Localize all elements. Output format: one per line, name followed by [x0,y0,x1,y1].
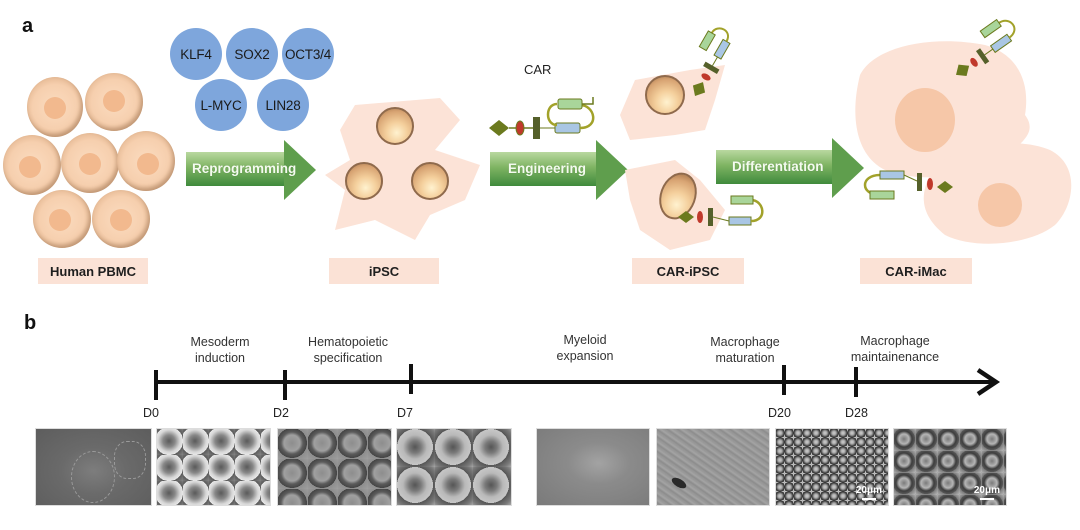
car-receptor-icon [692,27,731,96]
differentiation-label: Differentiation [732,159,824,174]
phase-label-macrophage-maturation: Macrophage maturation [710,335,780,365]
day-label-d0: D0 [143,406,159,420]
stage-label-car-ipsc: CAR-iPSC [632,258,744,284]
micrograph-7: 20μm [775,428,889,506]
panel-b-label: b [24,312,37,334]
panel-a-label: a [22,15,34,37]
micrograph-1 [35,428,152,506]
timeline-axis [154,364,1001,400]
micrograph-8: 20μm [893,428,1007,506]
car-construct-icon [489,97,595,139]
day-label-d20: D20 [768,406,791,420]
car-receptor-icon [678,195,764,226]
pbmc-cell [27,77,83,137]
pbmc-cell [3,135,61,195]
engineering-label: Engineering [508,161,587,176]
day-label-d7: D7 [397,406,413,420]
factor-oct34: OCT3/4 [282,28,334,80]
micrograph-3 [277,428,392,506]
micrograph-4 [396,428,512,506]
day-label-d2: D2 [273,406,289,420]
micrograph-5 [536,428,650,506]
phase-label-myeloid-expansion: Myeloid expansion [556,333,614,363]
factor-sox2: SOX2 [226,28,278,80]
car-imac-cells [855,41,1072,244]
phase-label-mesoderm-induction: Mesoderm induction [190,335,250,365]
ipsc-colony [325,98,480,240]
scale-bar: 20μm [856,485,882,500]
ipsc-cell [345,162,383,200]
phase-label-macrophage-maintenance: Macrophage maintainenance [850,334,940,364]
pbmc-cell [33,190,91,248]
factor-klf4: KLF4 [170,28,222,80]
car-label: CAR [524,62,552,77]
stage-label-car-imac: CAR-iMac [860,258,972,284]
ipsc-cell [376,107,414,145]
day-label-d28: D28 [845,406,868,420]
micrograph-2 [156,428,271,506]
car-receptor-icon [956,18,1016,77]
car-receptor-icon [863,170,953,200]
factor-lin28: LIN28 [257,79,309,131]
pbmc-cell [85,73,143,131]
ipsc-cell [411,162,449,200]
differentiation-arrow: Differentiation [716,138,866,198]
engineering-arrow: Engineering [490,140,630,200]
factor-lmyc: L-MYC [195,79,247,131]
pbmc-cell [92,190,150,248]
timeline-arrowhead [976,368,1001,396]
pbmc-cell [117,131,175,191]
stage-label-ipsc: iPSC [329,258,439,284]
reprogramming-arrow: Reprogramming [186,140,316,200]
phase-label-hematopoietic-specification: Hematopoietic specification [308,335,388,365]
micrograph-6 [656,428,770,506]
pbmc-cell [61,133,119,193]
car-ipsc-cell [645,75,685,115]
reprogramming-label: Reprogramming [192,161,297,176]
stage-label-human-pbmc: Human PBMC [38,258,148,284]
scale-bar: 20μm [974,485,1000,500]
